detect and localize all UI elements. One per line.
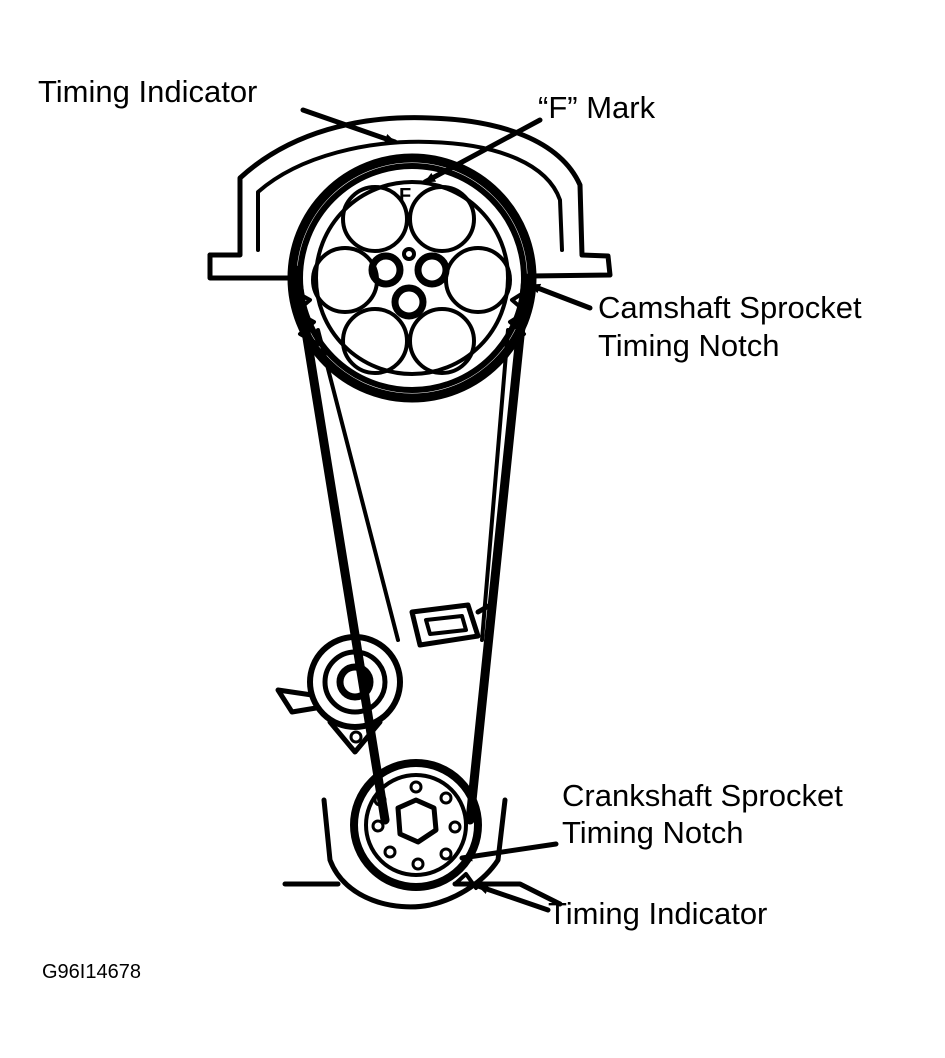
- label-camshaft-line1: Camshaft Sprocket: [598, 290, 862, 325]
- lower-cover: [282, 797, 563, 910]
- upper-timing-cover: [207, 115, 613, 281]
- figure-id: G96I14678: [42, 961, 141, 983]
- label-timing-indicator-top: Timing Indicator: [38, 74, 257, 109]
- leader-arrows: [300, 107, 593, 913]
- tensioner-pulley: [275, 634, 403, 755]
- belt-teeth: [290, 288, 530, 346]
- crankshaft-sprocket: [350, 759, 482, 891]
- label-f-mark: “F” Mark: [538, 90, 656, 125]
- timing-belt: [291, 265, 531, 825]
- label-timing-indicator-bottom: Timing Indicator: [548, 896, 767, 931]
- label-camshaft-line2: Timing Notch: [598, 328, 779, 363]
- sprocket-f-mark: F: [399, 185, 411, 207]
- camshaft-sprocket: F: [287, 153, 537, 403]
- label-crankshaft-line2: Timing Notch: [562, 815, 743, 850]
- label-crankshaft-line1: Crankshaft Sprocket: [562, 778, 843, 813]
- tensioner-spring: [409, 601, 495, 648]
